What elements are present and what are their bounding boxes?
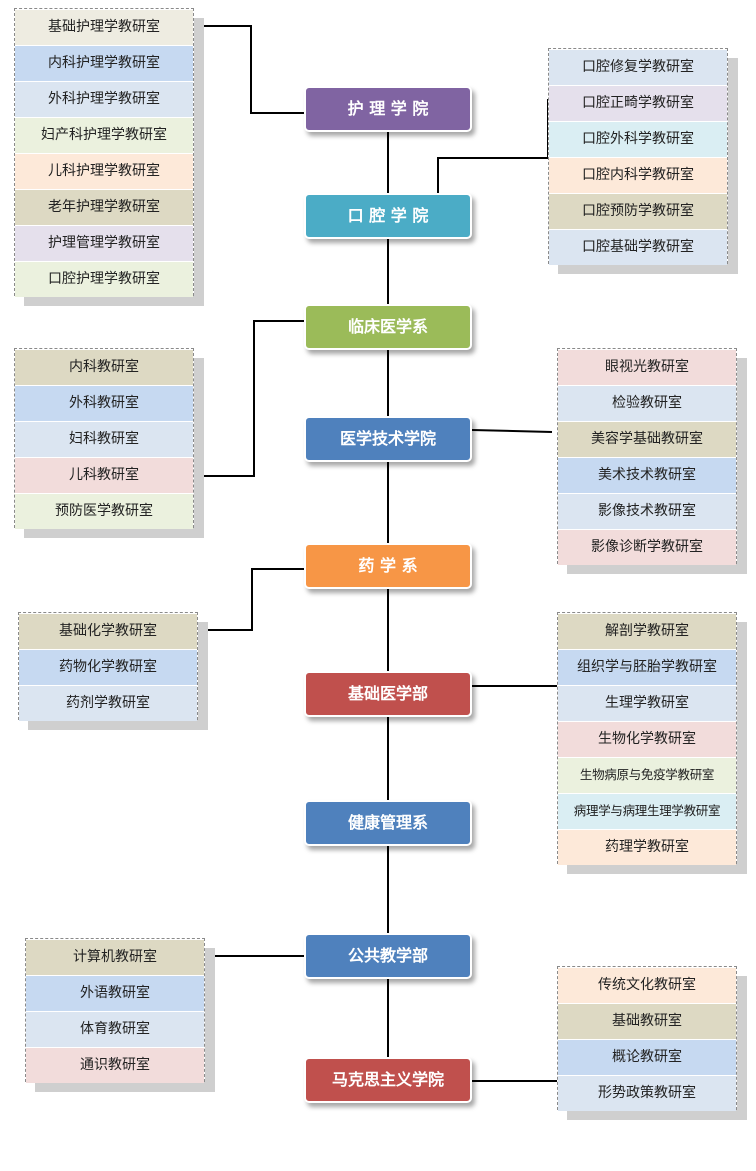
department-item: 基础化学教研室 — [19, 613, 197, 649]
department-item: 外语教研室 — [26, 975, 204, 1011]
college-node: 医学技术学院 — [304, 416, 472, 462]
department-item: 基础护理学教研室 — [15, 9, 193, 45]
college-node: 健康管理系 — [304, 800, 472, 846]
department-item: 通识教研室 — [26, 1047, 204, 1083]
department-item: 口腔预防学教研室 — [549, 193, 727, 229]
department-item: 眼视光教研室 — [558, 349, 736, 385]
connector-line — [198, 568, 304, 631]
department-item: 口腔修复学教研室 — [549, 49, 727, 85]
department-item: 口腔基础学教研室 — [549, 229, 727, 265]
department-item: 生物化学教研室 — [558, 721, 736, 757]
department-item: 美容学基础教研室 — [558, 421, 736, 457]
college-node: 公共教学部 — [304, 933, 472, 979]
department-item: 传统文化教研室 — [558, 967, 736, 1003]
department-group: 基础护理学教研室内科护理学教研室外科护理学教研室妇产科护理学教研室儿科护理学教研… — [14, 8, 194, 297]
department-item: 口腔内科学教研室 — [549, 157, 727, 193]
department-item: 病理学与病理生理学教研室 — [558, 793, 736, 829]
department-item: 美术技术教研室 — [558, 457, 736, 493]
department-item: 口腔外科学教研室 — [549, 121, 727, 157]
department-item: 生物病原与免疫学教研室 — [558, 757, 736, 793]
department-group: 基础化学教研室药物化学教研室药剂学教研室 — [18, 612, 198, 721]
connector-line — [471, 429, 553, 433]
department-group: 传统文化教研室基础教研室概论教研室形势政策教研室 — [557, 966, 737, 1111]
department-item: 形势政策教研室 — [558, 1075, 736, 1111]
department-item: 计算机教研室 — [26, 939, 204, 975]
department-item: 外科护理学教研室 — [15, 81, 193, 117]
college-node: 基础医学部 — [304, 671, 472, 717]
department-item: 口腔护理学教研室 — [15, 261, 193, 297]
department-group: 计算机教研室外语教研室体育教研室通识教研室 — [25, 938, 205, 1083]
college-node: 口 腔 学 院 — [304, 193, 472, 239]
department-item: 妇科教研室 — [15, 421, 193, 457]
department-item: 组织学与胚胎学教研室 — [558, 649, 736, 685]
department-item: 体育教研室 — [26, 1011, 204, 1047]
college-node: 马克思主义学院 — [304, 1057, 472, 1103]
department-item: 影像诊断学教研室 — [558, 529, 736, 565]
department-group: 内科教研室外科教研室妇科教研室儿科教研室预防医学教研室 — [14, 348, 194, 529]
department-item: 基础教研室 — [558, 1003, 736, 1039]
department-item: 护理管理学教研室 — [15, 225, 193, 261]
department-item: 检验教研室 — [558, 385, 736, 421]
connector-line — [194, 25, 304, 114]
department-item: 影像技术教研室 — [558, 493, 736, 529]
department-item: 药剂学教研室 — [19, 685, 197, 721]
department-item: 内科教研室 — [15, 349, 193, 385]
department-item: 内科护理学教研室 — [15, 45, 193, 81]
college-node: 临床医学系 — [304, 304, 472, 350]
department-group: 眼视光教研室检验教研室美容学基础教研室美术技术教研室影像技术教研室影像诊断学教研… — [557, 348, 737, 565]
department-item: 妇产科护理学教研室 — [15, 117, 193, 153]
department-group: 解剖学教研室组织学与胚胎学教研室生理学教研室生物化学教研室生物病原与免疫学教研室… — [557, 612, 737, 865]
college-node: 药 学 系 — [304, 543, 472, 589]
department-item: 药理学教研室 — [558, 829, 736, 865]
department-group: 口腔修复学教研室口腔正畸学教研室口腔外科学教研室口腔内科学教研室口腔预防学教研室… — [548, 48, 728, 265]
department-item: 口腔正畸学教研室 — [549, 85, 727, 121]
department-item: 概论教研室 — [558, 1039, 736, 1075]
department-item: 药物化学教研室 — [19, 649, 197, 685]
department-item: 儿科护理学教研室 — [15, 153, 193, 189]
department-item: 生理学教研室 — [558, 685, 736, 721]
department-item: 解剖学教研室 — [558, 613, 736, 649]
department-item: 外科教研室 — [15, 385, 193, 421]
department-item: 老年护理学教研室 — [15, 189, 193, 225]
connector-line — [194, 320, 304, 477]
department-item: 预防医学教研室 — [15, 493, 193, 529]
college-node: 护 理 学 院 — [304, 86, 472, 132]
department-item: 儿科教研室 — [15, 457, 193, 493]
